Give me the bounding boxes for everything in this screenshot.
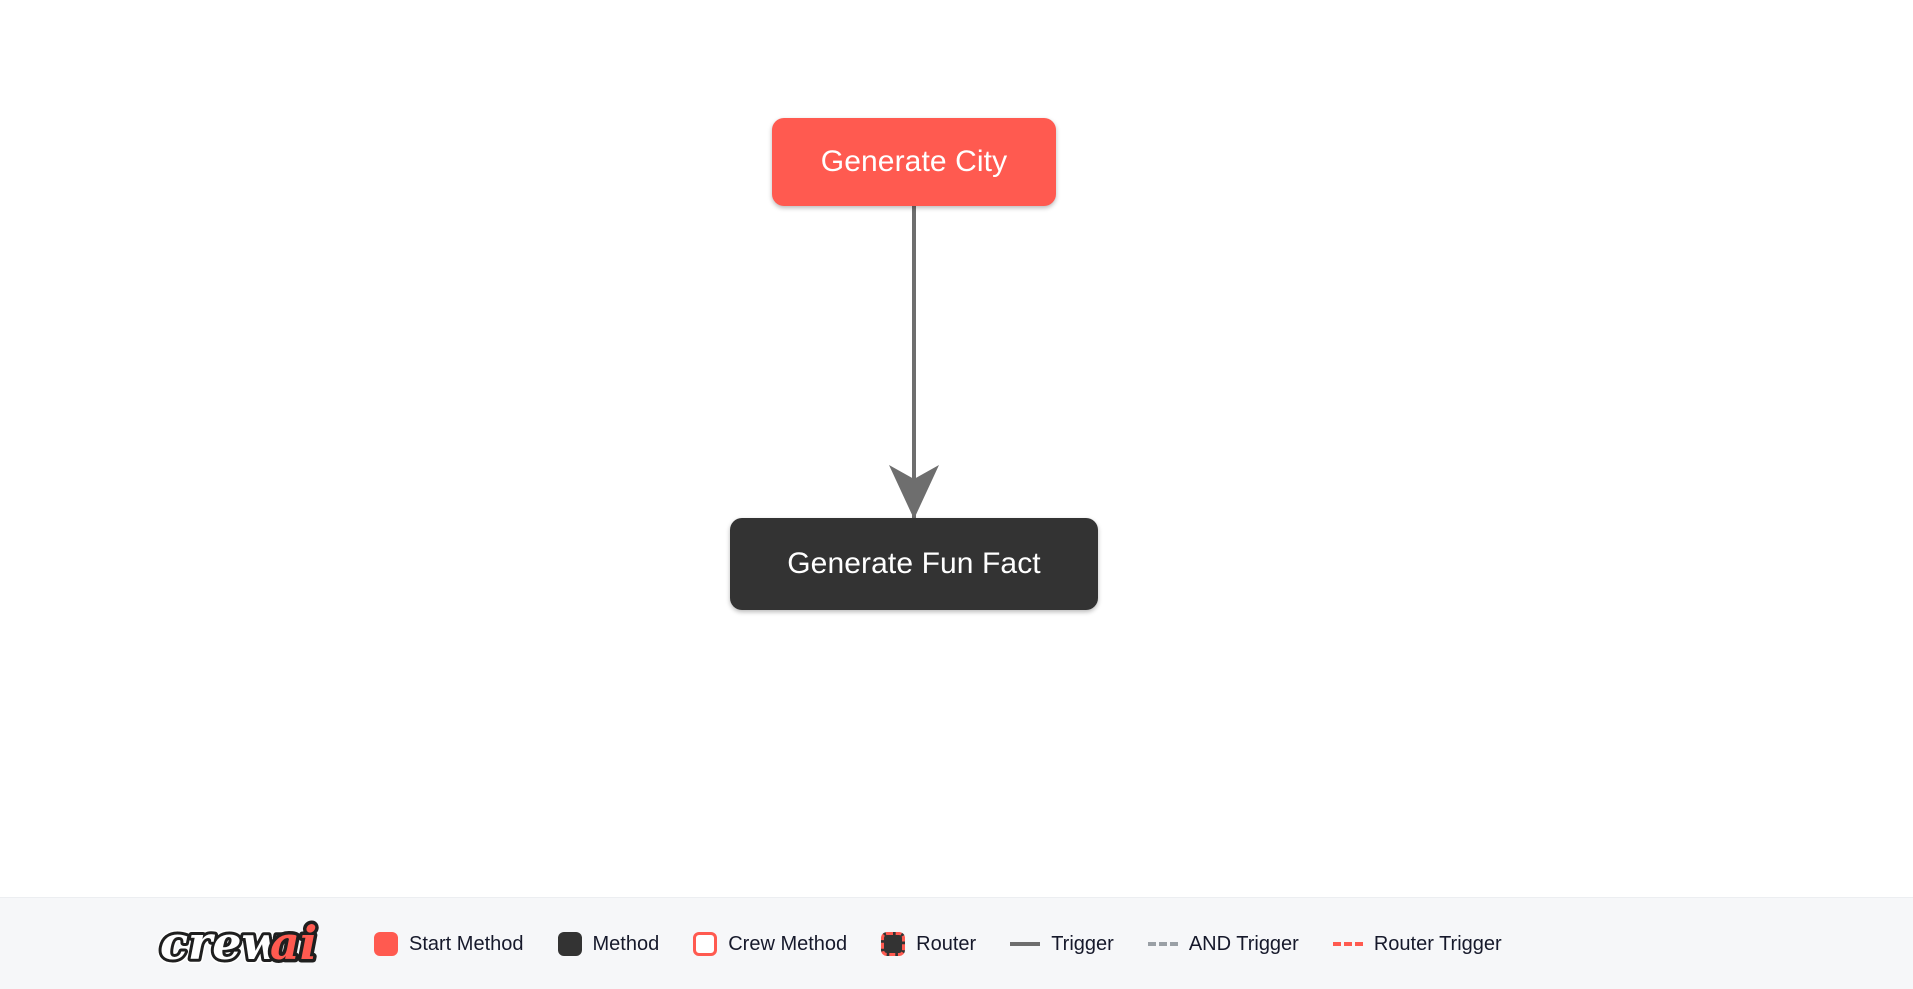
crew-method-swatch-icon [693, 931, 718, 956]
legend-item-crew-method: Crew Method [693, 931, 848, 956]
flow-node-label: Generate City [820, 145, 1008, 178]
logo-text-primary-outline: crew [160, 916, 283, 970]
flow-node-generate-fun-fact[interactable]: Generate Fun Fact [730, 518, 1098, 610]
router-swatch-icon [881, 931, 906, 956]
legend-item-trigger: Trigger [1010, 934, 1114, 954]
and-trigger-line-icon [1147, 941, 1178, 946]
legend-bar: crew crew crew ai ai Start Method Method [0, 897, 1913, 989]
legend-label-start-method: Start Method [409, 932, 524, 955]
edge-city-to-funfact [889, 206, 939, 520]
legend-label-crew-method: Crew Method [728, 932, 848, 955]
legend-item-router: Router [881, 931, 977, 956]
legend-item-method: Method [557, 931, 660, 956]
logo-text-primary-halo: crew [160, 916, 283, 970]
legend-label-and-trigger: AND Trigger [1188, 932, 1299, 955]
arrowhead-icon [889, 465, 939, 519]
legend-items: Start Method Method Crew Method Router T… [374, 931, 1502, 956]
legend-item-start-method: Start Method [374, 931, 524, 956]
legend-label-router-trigger: Router Trigger [1373, 932, 1502, 955]
logo-text-accent: ai [270, 916, 317, 970]
logo-text-primary: crew [160, 916, 283, 970]
legend-item-router-trigger: Router Trigger [1332, 932, 1502, 955]
trigger-line-icon [1010, 941, 1041, 946]
crewai-logo: crew crew crew ai ai [158, 913, 338, 975]
router-trigger-line-icon [1332, 941, 1363, 946]
flow-canvas[interactable]: Generate City Generate Fun Fact [0, 0, 1913, 897]
legend-label-method: Method [592, 932, 660, 955]
method-swatch-icon [557, 931, 582, 956]
flow-node-generate-city[interactable]: Generate City [772, 118, 1056, 206]
legend-label-trigger: Trigger [1051, 932, 1114, 955]
legend-label-router: Router [916, 932, 977, 955]
logo-text-accent-outline: ai [270, 916, 317, 970]
legend-item-and-trigger: AND Trigger [1147, 932, 1299, 955]
flow-node-label: Generate Fun Fact [787, 547, 1041, 580]
start-method-swatch-icon [374, 931, 398, 956]
